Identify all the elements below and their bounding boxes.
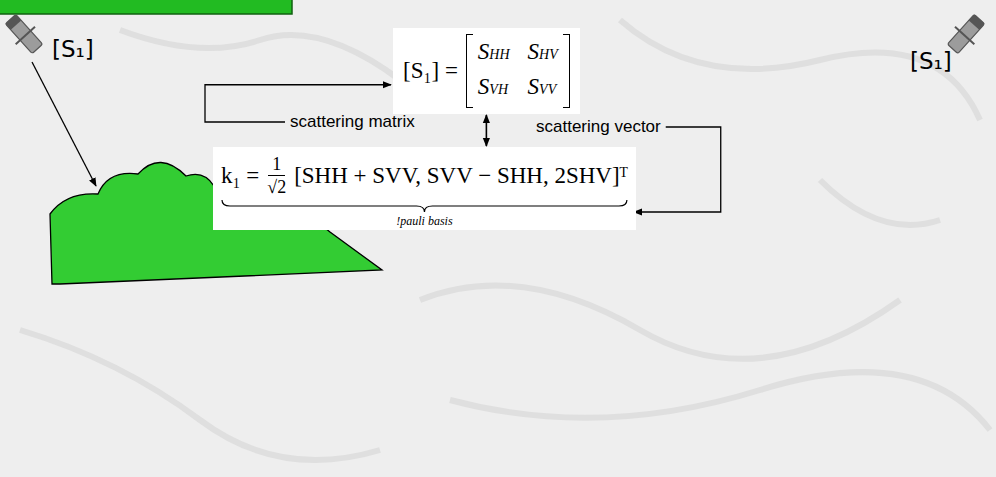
satellite-body — [947, 14, 984, 53]
underbrace — [221, 198, 628, 214]
formula-row: [S₁] = SHH SHV SVH SVV — [403, 34, 570, 108]
texture-stroke — [820, 180, 940, 225]
matrix-cell: SHH — [478, 38, 510, 69]
underbrace-symbol — [221, 198, 628, 214]
fraction-denominator: √2 — [267, 176, 286, 198]
satellite-cap — [5, 14, 21, 29]
satellite-label: [S₁] — [910, 48, 952, 74]
satellite-icon — [1, 10, 47, 57]
texture-stroke — [120, 30, 400, 80]
basis-note: !pauli basis — [221, 214, 628, 228]
satellite-cap — [969, 14, 985, 29]
satellite-body — [5, 14, 42, 53]
underbrace-path — [222, 200, 627, 212]
leader-line — [634, 127, 721, 212]
double-arrow — [486, 115, 488, 146]
satellite-bar — [955, 27, 974, 44]
matrix-lhs: [S₁] = — [403, 58, 458, 84]
fraction-numerator: 1 — [268, 153, 285, 176]
vector-lhs: k₁ = — [221, 163, 259, 189]
matrix-box: [S₁] = SHH SHV SVH SVV — [393, 28, 580, 114]
annotation: scattering vector — [536, 117, 661, 137]
matrix-brackets: SHH SHV SVH SVV — [466, 34, 570, 108]
fraction: 1√2 — [267, 153, 286, 198]
matrix-cell: SVV — [528, 73, 558, 104]
vector-body: [SHH + SVV, SVV − SHH, 2SHV]ᵀ — [294, 163, 628, 189]
texture-stroke — [420, 285, 900, 358]
annotation: scattering matrix — [290, 112, 415, 132]
texture-stroke — [450, 372, 990, 430]
texture-stroke — [620, 20, 980, 120]
matrix-cell: SVH — [478, 73, 510, 104]
satellite-label: [S₁] — [52, 36, 94, 62]
vector-box: k₁ = 1√2 [SHH + SVV, SVV − SHH, 2SHV]ᵀ !pau… — [213, 147, 636, 230]
matrix-cell: SHV — [528, 38, 558, 69]
satellite-bar — [16, 27, 35, 44]
formula-row: k₁ = 1√2 [SHH + SVV, SVV − SHH, 2SHV]ᵀ — [221, 153, 628, 198]
green-bar — [0, 0, 292, 14]
radar-beam — [32, 62, 96, 186]
map-texture — [20, 20, 990, 460]
texture-stroke — [20, 330, 380, 460]
